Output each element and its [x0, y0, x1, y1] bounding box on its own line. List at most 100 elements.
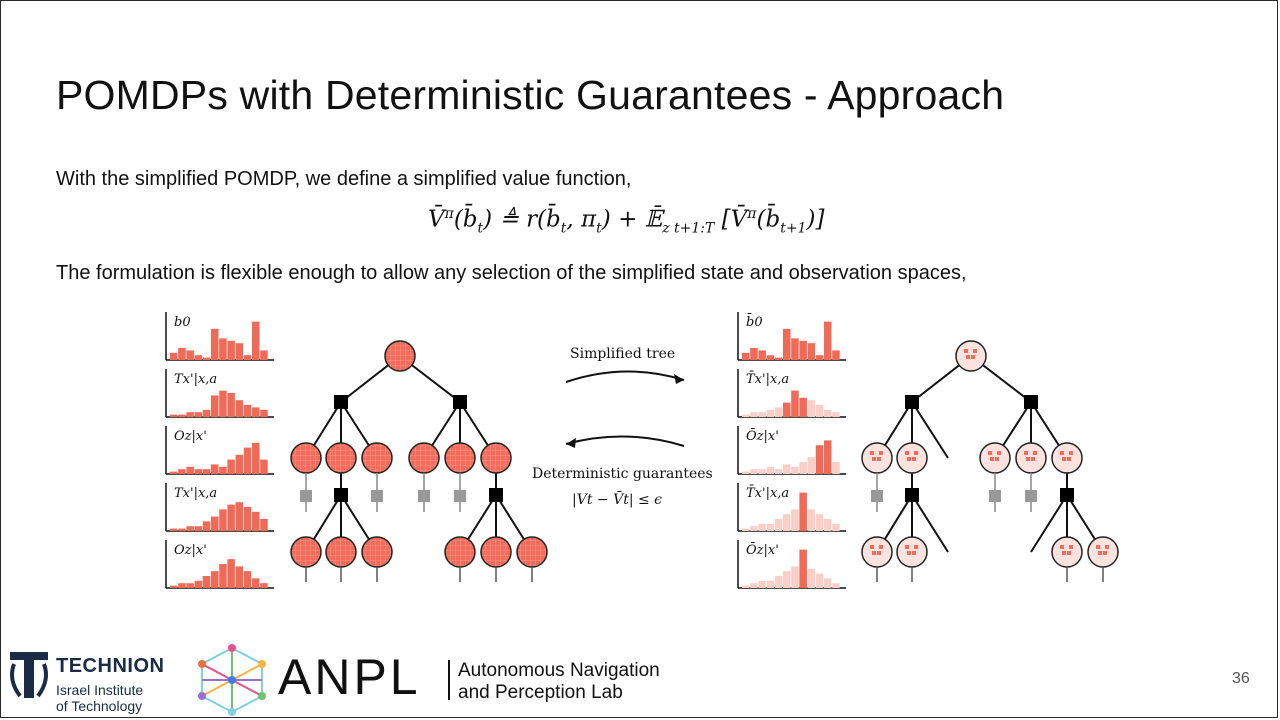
hist-bar-light: [742, 414, 750, 417]
hist-bar-light: [832, 583, 840, 588]
hist-bar: [194, 469, 203, 474]
hist-bar: [227, 340, 235, 360]
particle: [1060, 451, 1064, 455]
particle: [1024, 451, 1028, 455]
hist-bar-light: [750, 526, 758, 531]
hist-bar: [791, 390, 799, 417]
hist-bar: [219, 338, 227, 360]
pruned-action-node: [418, 490, 430, 502]
hist-bar-light: [774, 576, 783, 588]
hist-bar-light: [742, 471, 750, 474]
pruned-action-node: [871, 490, 883, 502]
belief-node: [444, 536, 476, 568]
hist-bar-light: [766, 523, 775, 531]
hist-bar: [186, 350, 194, 360]
hist-bar-light: [742, 585, 750, 588]
hist-bar: [186, 526, 194, 531]
hist-bar-light: [791, 509, 799, 531]
hist-bar: [170, 414, 178, 417]
hist-bar-light: [774, 519, 783, 531]
hist-bar-light: [791, 466, 799, 474]
hist-bar: [235, 400, 244, 417]
hist-bar: [832, 350, 840, 360]
hist-label: T̄x'|x,a: [746, 371, 789, 387]
particle: [872, 551, 876, 555]
hist-bar-light: [807, 400, 816, 417]
hist-bar-light: [791, 566, 799, 588]
particle: [1069, 545, 1073, 549]
particle: [1096, 545, 1100, 549]
particle: [990, 457, 994, 461]
particle: [907, 457, 911, 461]
hist-bar: [742, 352, 750, 360]
particle: [914, 451, 918, 455]
hist-bar-light: [783, 571, 791, 588]
hist-bar: [235, 343, 244, 360]
hist-bar-light: [807, 457, 816, 474]
hist-bar-light: [807, 568, 816, 588]
simplified-tree-arrow: [565, 370, 685, 383]
hist-bar: [227, 559, 235, 588]
hist-bar-light: [766, 466, 775, 474]
particle: [877, 551, 881, 555]
hist-bar: [235, 566, 244, 588]
technion-name: TECHNION: [56, 655, 165, 677]
particle: [879, 451, 883, 455]
hist-bar-light: [774, 407, 783, 417]
pruned-action-node: [1025, 490, 1037, 502]
hist-bar: [202, 576, 211, 588]
particle: [973, 349, 977, 353]
particle: [872, 457, 876, 461]
particle: [966, 355, 970, 359]
hist-bar: [260, 583, 268, 588]
hist-bar: [178, 469, 186, 474]
hist-bar: [791, 338, 799, 360]
anpl-subtitle: Autonomous Navigation and Perception Lab: [458, 660, 660, 703]
hist-bar: [824, 440, 832, 474]
technion-subtitle: Israel Institute of Technology: [56, 682, 144, 714]
hist-bar: [227, 393, 235, 417]
hist-label: Tx'|x,a: [174, 372, 217, 387]
hist-bar-light: [766, 580, 775, 588]
belief-node: [516, 536, 548, 568]
hist-bar: [235, 454, 244, 474]
slide-title: POMDPs with Deterministic Guarantees - A…: [56, 72, 1005, 118]
hist-bar: [815, 355, 824, 360]
hist-bar: [202, 469, 211, 474]
pruned-action-node: [454, 490, 466, 502]
tree-edge: [911, 494, 949, 553]
hist-bar-light: [758, 469, 766, 474]
belief-node: [361, 442, 393, 474]
value-function-formula: V̄π(b̄t) ≜ r(b̄t, πt) + 𝔼̄z t+1:T [V̄π(b…: [428, 206, 825, 237]
action-node: [1024, 395, 1038, 409]
hist-bar: [799, 549, 807, 588]
particle: [870, 451, 874, 455]
particle: [971, 355, 975, 359]
action-node: [334, 395, 348, 409]
particle: [907, 551, 911, 555]
hist-label: Oz|x': [174, 543, 207, 558]
particle: [1105, 545, 1109, 549]
hist-bar-light: [750, 412, 758, 417]
hist-bar: [824, 321, 832, 360]
hist-bar-light: [815, 573, 824, 588]
hist-bar: [235, 502, 244, 531]
footer-logos: [10, 644, 266, 716]
particle: [1033, 451, 1037, 455]
hist-bar-light: [758, 523, 766, 531]
hist-bar-light: [815, 405, 824, 417]
particle: [1103, 551, 1107, 555]
particle: [877, 457, 881, 461]
hist-bar: [252, 442, 260, 474]
hist-bar: [170, 352, 178, 360]
intro-text: With the simplified POMDP, we define a s…: [56, 168, 632, 190]
hist-bar-light: [824, 519, 832, 531]
hist-bar-light: [807, 509, 816, 531]
hist-bar: [219, 466, 227, 474]
hist-bar: [252, 578, 260, 588]
hist-bar: [252, 407, 260, 417]
hist-bar: [260, 519, 268, 531]
hist-bar-light: [815, 514, 824, 531]
hist-bar-light: [750, 583, 758, 588]
